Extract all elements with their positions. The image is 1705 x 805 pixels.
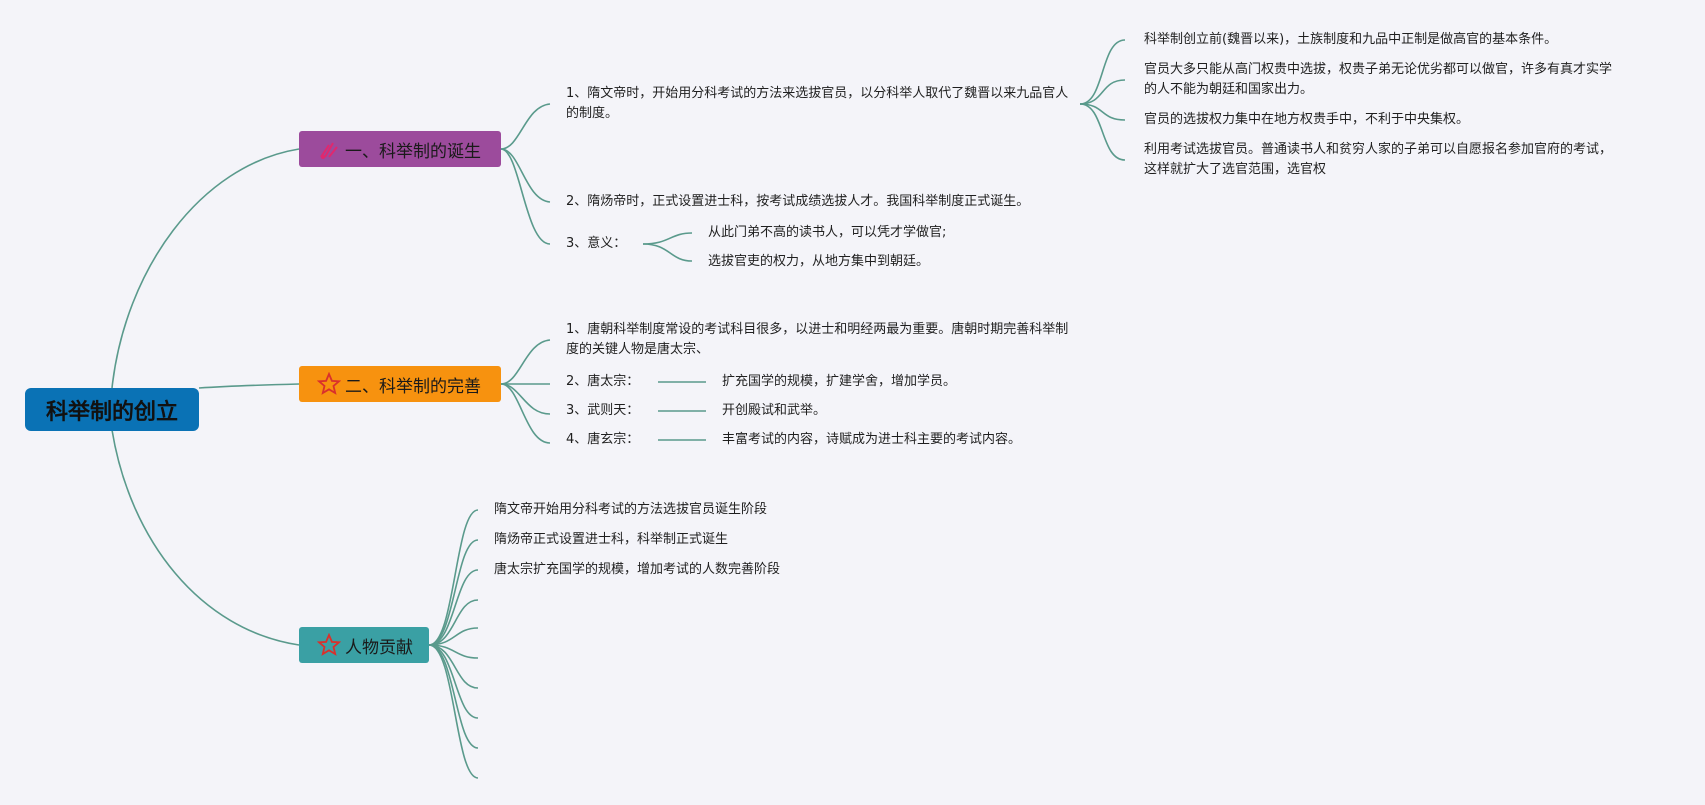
list-item: 利用考试选拔官员。普通读书人和贫穷人家的子弟可以自愿报名参加官府的考试，这样就扩… bbox=[1144, 142, 1613, 177]
branch-label: 人物贡献 bbox=[345, 637, 413, 658]
branch-contributions[interactable]: 人物贡献 bbox=[299, 627, 429, 663]
list-item: 科举制创立前(魏晋以来)，土族制度和九品中正制是做高官的基本条件。 bbox=[1144, 32, 1558, 47]
list-item: 隋文帝开始用分科考试的方法选拔官员诞生阶段 bbox=[494, 502, 768, 517]
branch-label: 二、科举制的完善 bbox=[345, 376, 481, 397]
list-item: 2、唐太宗： bbox=[566, 374, 640, 389]
paper-cut-icon bbox=[317, 137, 341, 161]
list-item: 3、武则天： bbox=[566, 403, 640, 418]
list-item: 1、唐朝科举制度常设的考试科目很多，以进士和明经两最为重要。唐朝时期完善科举制度… bbox=[566, 322, 1069, 357]
list-item: 扩充国学的规模，扩建学舍，增加学员。 bbox=[722, 374, 957, 389]
list-item: 从此门弟不高的读书人，可以凭才学做官; bbox=[708, 225, 947, 240]
list-item: 隋炀帝正式设置进士科，科举制正式诞生 bbox=[494, 532, 729, 547]
branch-label: 一、科举制的诞生 bbox=[345, 141, 481, 162]
list-item: 1、隋文帝时，开始用分科考试的方法来选拔官员，以分科举人取代了魏晋以来九品官人的… bbox=[566, 86, 1069, 121]
root-label: 科举制的创立 bbox=[45, 399, 178, 425]
root-node[interactable]: 科举制的创立 bbox=[25, 388, 199, 431]
list-item: 4、唐玄宗： bbox=[566, 432, 640, 447]
list-item: 开创殿试和武举。 bbox=[722, 403, 827, 418]
branch-birth[interactable]: 一、科举制的诞生 bbox=[299, 131, 501, 167]
star-icon bbox=[316, 371, 342, 396]
list-item: 选拔官吏的权力，从地方集中到朝廷。 bbox=[708, 254, 930, 269]
list-item: 丰富考试的内容，诗赋成为进士科主要的考试内容。 bbox=[722, 432, 1022, 447]
list-item: 官员的选拔权力集中在地方权贵手中，不利于中央集权。 bbox=[1144, 112, 1470, 127]
list-item: 2、隋炀帝时，正式设置进士科，按考试成绩选拔人才。我国科举制度正式诞生。 bbox=[566, 194, 1030, 209]
star-icon bbox=[316, 632, 342, 657]
list-item: 官员大多只能从高门权贵中选拔，权贵子弟无论优劣都可以做官，许多有真才实学的人不能… bbox=[1144, 62, 1613, 97]
branch-improvement[interactable]: 二、科举制的完善 bbox=[299, 366, 501, 402]
list-item: 3、意义： bbox=[566, 236, 627, 251]
list-item: 唐太宗扩充国学的规模，增加考试的人数完善阶段 bbox=[494, 562, 781, 577]
